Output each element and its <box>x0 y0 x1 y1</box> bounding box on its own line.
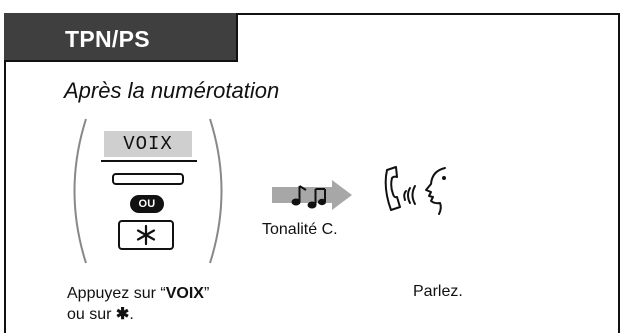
ou-badge: OU <box>130 195 164 213</box>
star-key-button <box>118 220 174 250</box>
left-bracket-icon <box>73 118 87 264</box>
step1-caption: Appuyez sur “VOIX” ou sur ✱. <box>67 285 210 323</box>
asterisk-icon <box>136 224 156 246</box>
soft-key-voix-label: VOIX <box>123 133 173 155</box>
soft-key-button-icon <box>112 173 184 185</box>
procedure-frame <box>4 13 620 333</box>
subtitle: Après la numérotation <box>64 78 280 103</box>
right-bracket-icon <box>209 118 223 264</box>
soft-key-underline <box>101 160 197 162</box>
soft-key-voix <box>104 131 192 157</box>
tone-label: Tonalité C. <box>262 221 338 238</box>
asterisk-glyph: ✱ <box>115 306 130 323</box>
step3-caption: Parlez. <box>413 283 463 300</box>
header-title: TPN/PS <box>65 26 150 52</box>
handset-speaking-icon <box>384 166 446 215</box>
header-tab <box>4 13 238 62</box>
music-note-arrow-icon <box>272 180 352 210</box>
